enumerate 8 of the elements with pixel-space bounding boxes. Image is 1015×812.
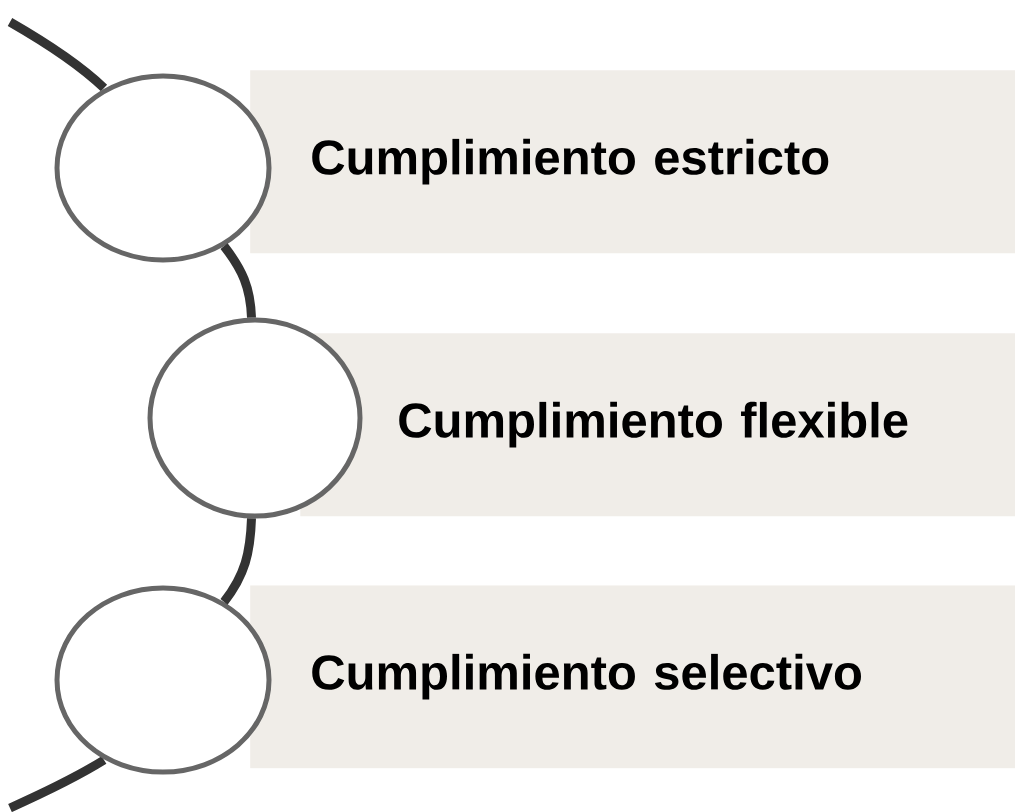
text-band: Cumplimiento flexible [300,333,1015,517]
text-band: Cumplimiento estricto [250,70,1015,254]
circle [147,317,363,519]
arc-line [220,518,256,605]
circle [54,73,272,263]
arc-line [220,243,256,318]
text-band: Cumplimiento selectivo [250,585,1015,769]
circle [54,585,272,775]
